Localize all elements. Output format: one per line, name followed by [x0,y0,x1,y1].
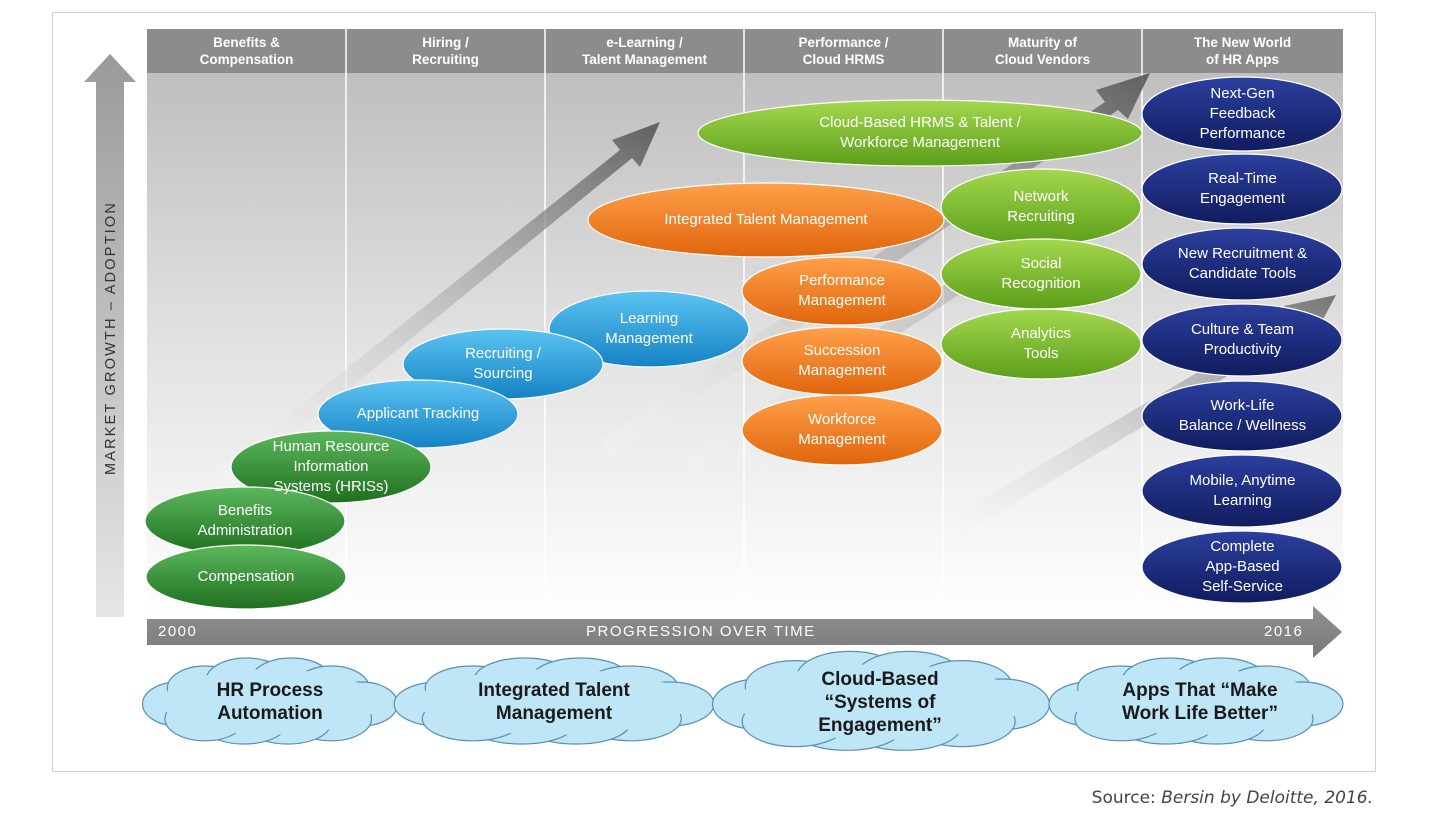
node-ellipse-20 [1141,530,1343,604]
x-axis-end-label: 2016 [1264,623,1304,640]
node-ellipse-0 [145,544,347,610]
column-header-new-world: The New World of HR Apps [1193,35,1292,67]
era-cloud-2 [711,650,1051,751]
node-ellipse-9 [741,394,943,466]
figure-frame [52,12,1376,772]
source-prefix: Source: [1091,788,1162,808]
node-ellipse-16 [1141,227,1343,301]
x-axis-label: PROGRESSION OVER TIME [586,623,816,640]
node-ellipse-19 [1141,454,1343,528]
source-citation: Bersin by Deloitte, 2016. [1161,788,1373,808]
era-hr-process-automation: HR Process Automation [216,680,324,724]
column-header-elearning: e-Learning / Talent Management [581,35,708,67]
source-caption: Source: Bersin by Deloitte, 2016. [1092,788,1373,808]
era-clouds [141,650,1344,751]
x-axis-start-label: 2000 [158,623,198,640]
x-axis-arrow [147,606,1342,658]
era-cloud-3 [1048,657,1344,745]
node-ellipse-8 [741,326,943,396]
era-cloud-1 [393,657,715,745]
y-axis-arrow [84,54,136,617]
column-header-maturity: Maturity of Cloud Vendors [994,35,1091,67]
node-ellipse-11 [940,168,1142,246]
era-integrated-talent-management: Integrated Talent Management [478,680,630,724]
column-header-hiring: Hiring / Recruiting [412,35,479,67]
node-ellipse-7 [741,256,943,326]
node-ellipse-5 [548,290,750,368]
era-apps-make-work-life-better: Apps That “Make Work Life Better” [1122,680,1278,724]
node-ellipse-14 [1141,76,1343,152]
era-systems-of-engagement: Cloud-Based “Systems of Engagement” [818,668,942,736]
node-ellipse-10 [697,99,1143,167]
column-header-benefits: Benefits & Compensation [199,35,294,67]
y-axis-label: MARKET GROWTH – ADOPTION [103,200,119,476]
node-ellipse-13 [940,308,1142,380]
node-ellipses [144,76,1343,610]
node-ellipse-12 [940,238,1142,310]
node-ellipse-17 [1141,303,1343,377]
column-header-performance: Performance / Cloud HRMS [798,35,889,67]
node-ellipse-15 [1141,153,1343,225]
node-ellipse-6 [587,182,945,258]
node-ellipse-3 [317,379,519,449]
node-ellipse-18 [1141,380,1343,452]
trend-arrow-1 [220,122,660,485]
era-cloud-0 [141,657,399,745]
